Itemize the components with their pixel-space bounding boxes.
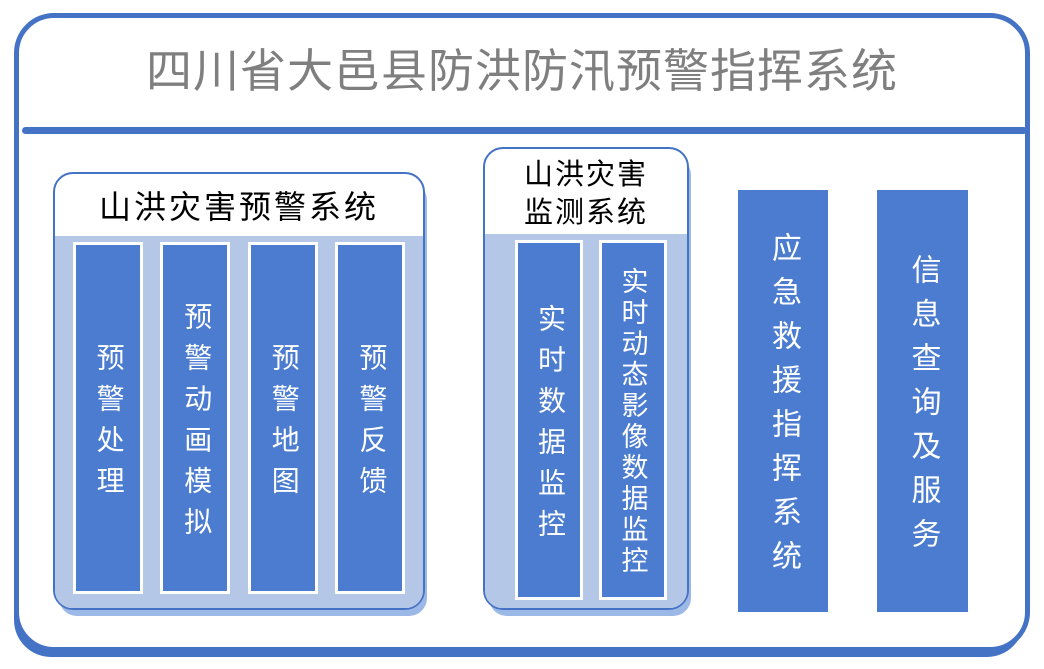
panel-title-line-1: 山洪灾害 xyxy=(523,159,648,191)
bar-label: 预警反馈 xyxy=(355,342,387,507)
panel-flood-monitoring-system: 山洪灾害 监测系统 实时数据监控 实时动态影像数据监控 xyxy=(483,147,689,610)
outer-frame: 四川省大邑县防洪防汛预警指挥系统 山洪灾害预警系统 预警处理 预警动画模拟 预警… xyxy=(14,13,1030,652)
bar-label: 实时动态影像数据监控 xyxy=(617,267,648,577)
bar-realtime-data-monitoring: 实时数据监控 xyxy=(515,240,583,600)
panel-flood-warning-body: 预警处理 预警动画模拟 预警地图 预警反馈 xyxy=(55,236,423,608)
bar-label: 预警地图 xyxy=(267,342,299,507)
bar-label: 实时数据监控 xyxy=(534,303,565,550)
main-title: 四川省大邑县防洪防汛预警指挥系统 xyxy=(146,45,898,97)
panel-flood-monitoring-body: 实时数据监控 实时动态影像数据监控 xyxy=(485,234,687,608)
bar-realtime-dynamic-video-data-monitoring: 实时动态影像数据监控 xyxy=(599,240,667,600)
bar-warning-animation-simulation: 预警动画模拟 xyxy=(160,242,231,594)
bar-label: 预警动画模拟 xyxy=(180,301,212,548)
title-divider xyxy=(22,127,1027,134)
panel-flood-warning-system: 山洪灾害预警系统 预警处理 预警动画模拟 预警地图 预警反馈 xyxy=(53,172,425,610)
bar-emergency-rescue-command-system: 应急救援指挥系统 xyxy=(738,190,828,612)
bar-information-query-and-service: 信息查询及服务 xyxy=(877,190,968,612)
bar-warning-map: 预警地图 xyxy=(247,242,318,594)
bar-warning-feedback: 预警反馈 xyxy=(335,242,406,594)
bar-label: 预警处理 xyxy=(92,342,124,507)
panel-flood-warning-title: 山洪灾害预警系统 xyxy=(98,189,379,225)
bar-warning-processing: 预警处理 xyxy=(72,242,143,594)
panel-flood-monitoring-title: 山洪灾害 监测系统 xyxy=(485,149,687,232)
bar-label: 信息查询及服务 xyxy=(906,254,940,562)
bar-label: 应急救援指挥系统 xyxy=(767,232,800,584)
panel-title-line-2: 监测系统 xyxy=(523,197,648,229)
